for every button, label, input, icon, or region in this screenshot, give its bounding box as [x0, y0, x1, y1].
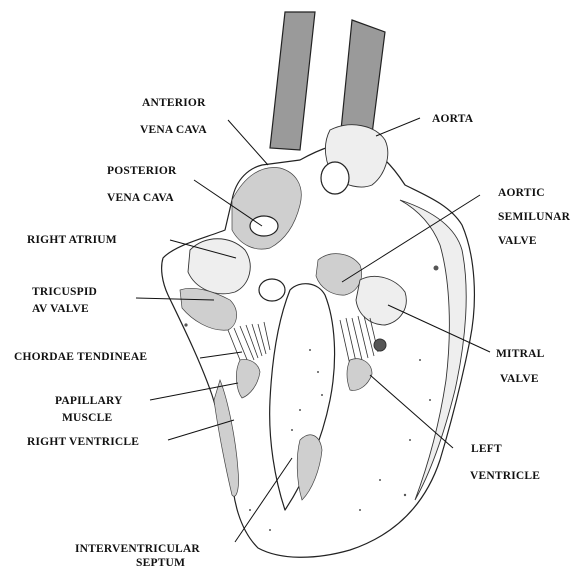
label-anterior-line1: ANTERIOR [142, 97, 206, 109]
label-chordae: CHORDAE TENDINEAE [14, 351, 147, 363]
leader-anterior-vena-cava [228, 120, 268, 165]
label-septum-line2: SEPTUM [136, 557, 185, 569]
label-papillary-line2: MUSCLE [62, 412, 113, 424]
label-aortic-line1: AORTIC [498, 187, 545, 199]
posterior-vena-cava-lower [259, 279, 285, 301]
label-papillary-line1: PAPILLARY [55, 395, 123, 407]
label-aortic-line2: SEMILUNAR [498, 211, 571, 223]
label-left-ventricle-line2: VENTRICLE [470, 470, 540, 482]
label-tricuspid-line2: AV VALVE [32, 303, 89, 315]
label-right-atrium: RIGHT ATRIUM [27, 234, 117, 246]
label-aorta: AORTA [432, 113, 474, 125]
label-mitral-line2: VALVE [500, 373, 539, 385]
label-mitral-line1: MITRAL [496, 348, 545, 360]
posterior-vena-cava-opening [250, 216, 278, 236]
label-posterior-line2: VENA CAVA [107, 192, 174, 204]
anterior-vena-cava-vessel [270, 12, 315, 150]
heart-illustration [162, 12, 475, 557]
label-septum-line1: INTERVENTRICULAR [75, 543, 200, 555]
label-aortic-line3: VALVE [498, 235, 537, 247]
label-posterior-line1: POSTERIOR [107, 165, 177, 177]
label-tricuspid-line1: TRICUSPID [32, 286, 97, 298]
label-left-ventricle-line1: LEFT [471, 443, 502, 455]
leader-aorta [376, 118, 420, 136]
label-anterior-line2: VENA CAVA [140, 124, 207, 136]
label-right-ventricle: RIGHT VENTRICLE [27, 436, 139, 448]
aorta-opening [321, 162, 349, 194]
